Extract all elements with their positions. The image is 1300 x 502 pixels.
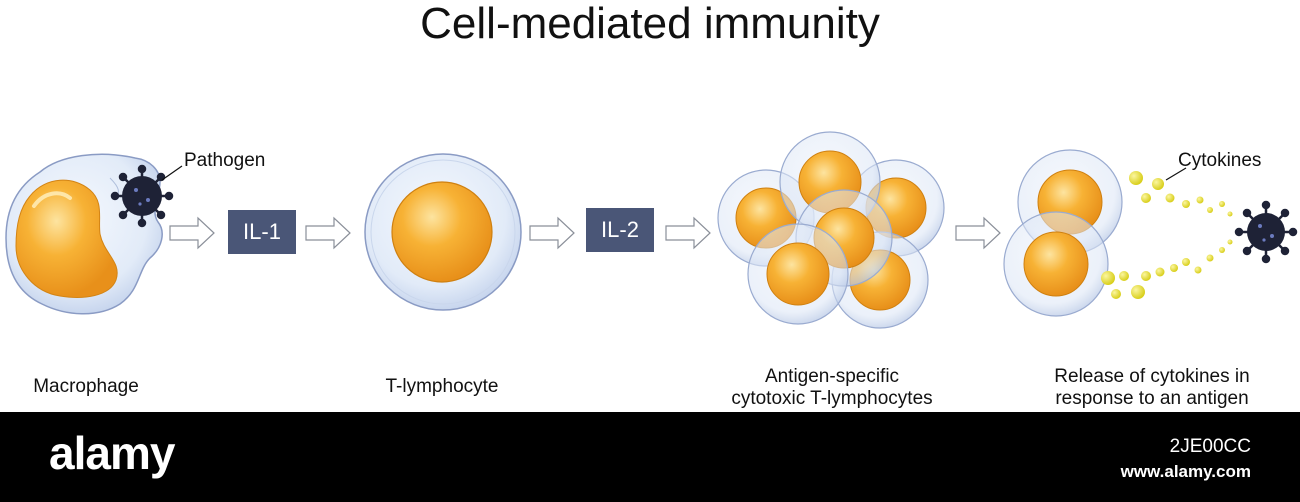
- il-2-box: IL-2: [586, 208, 654, 252]
- cytokine-particles: [1101, 171, 1233, 299]
- pathogen-callout: Pathogen: [184, 150, 266, 171]
- stock-url: www.alamy.com: [1120, 462, 1251, 481]
- cytokines-callout: Cytokines: [1178, 150, 1262, 171]
- release-label-line-1: Release of cytokines in: [1054, 366, 1250, 387]
- cytotoxic-t-lymphocytes-label: Antigen-specific cytotoxic T-lymphocytes: [704, 366, 960, 410]
- arrow-2: [305, 216, 351, 250]
- t-lymphocyte-cell: [364, 153, 522, 311]
- arrow-1: [169, 216, 215, 250]
- diagram-title: Cell-mediated immunity: [420, 0, 880, 48]
- antigen-virus-icon: [1234, 200, 1298, 264]
- image-id: 2JE00CC: [1169, 436, 1251, 457]
- pathogen-leader-line: [161, 165, 183, 181]
- il-1-box: IL-1: [228, 210, 296, 254]
- t-lymphocyte-label: T-lymphocyte: [385, 376, 499, 397]
- cytokine-releasing-cells: [1003, 149, 1123, 317]
- brand-logo: alamy: [49, 427, 175, 479]
- cytotoxic-label-line-1: Antigen-specific: [764, 366, 900, 387]
- cytotoxic-t-lymphocyte-cluster: [717, 131, 945, 329]
- arrow-4: [665, 216, 711, 250]
- releasing-cell-lower: [1003, 211, 1109, 317]
- diagram-graphics: [5, 131, 1298, 329]
- diagram-canvas: Cell-mediated immunity: [5, 0, 1298, 410]
- release-label-line-2: response to an antigen: [1055, 388, 1249, 409]
- cytokine-release-label: Release of cytokines in response to an a…: [1024, 366, 1280, 410]
- pathogen-virus-icon: [110, 164, 174, 228]
- arrow-3: [529, 216, 575, 250]
- macrophage-label: Macrophage: [33, 376, 139, 397]
- cluster-cell: [747, 223, 849, 325]
- arrow-5: [955, 216, 1001, 250]
- watermark-footer-bar: alamy 2JE00CC www.alamy.com: [0, 412, 1300, 502]
- cytotoxic-label-line-2: cytotoxic T-lymphocytes: [731, 388, 933, 409]
- cytokines-leader-line: [1165, 167, 1187, 181]
